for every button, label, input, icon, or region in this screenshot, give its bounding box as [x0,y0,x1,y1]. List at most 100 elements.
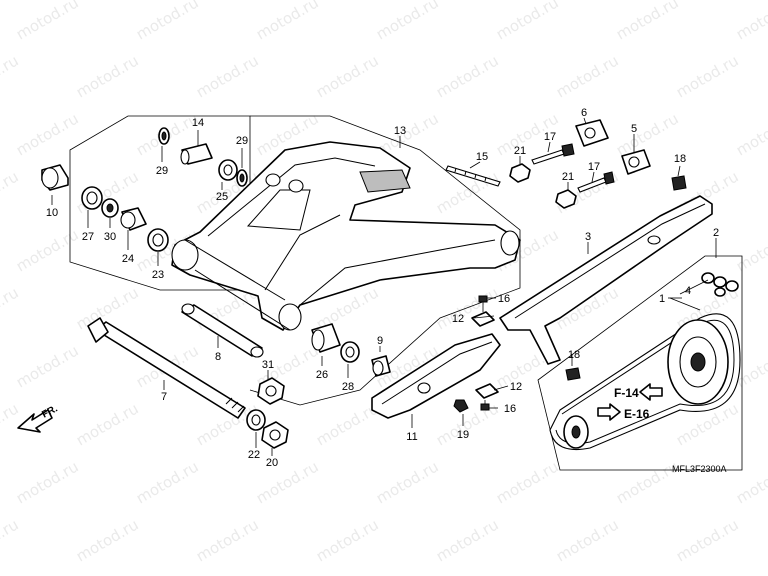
callout-29-right[interactable]: 29 [236,135,248,147]
callout-15[interactable]: 15 [476,151,488,163]
watermark-text-57: motod.ru [133,457,202,507]
watermark-text-42: motod.ru [13,341,82,391]
watermark-text-6: motod.ru [733,0,768,43]
callout-14[interactable]: 14 [192,117,204,129]
watermark-text-0: motod.ru [13,0,82,43]
arrow-left-icon [639,383,663,401]
watermark-text-7: motod.ru [0,51,22,101]
seal-27 [81,186,103,210]
callout-1[interactable]: 1 [659,293,665,305]
watermark-text-1: motod.ru [133,0,202,43]
bolt-16-lower [480,400,490,411]
drawing-code: MFL3F2300A [672,464,727,474]
callout-12-lower[interactable]: 12 [510,381,522,393]
washer-22 [246,409,266,431]
callout-4[interactable]: 4 [685,285,691,297]
watermark-text-69: motod.ru [673,515,742,565]
callout-28[interactable]: 28 [342,381,354,393]
callout-27[interactable]: 27 [82,231,94,243]
seal-29-left [158,127,170,145]
watermark-text-20: motod.ru [733,109,768,159]
callout-24[interactable]: 24 [122,253,134,265]
bolt-19 [453,399,469,413]
watermark-text-60: motod.ru [493,457,562,507]
front-sprocket [563,415,589,449]
watermark-text-13: motod.ru [673,51,742,101]
chain-slider-11 [371,333,501,419]
callout-18-upper[interactable]: 18 [674,153,686,165]
nut-31 [257,377,285,405]
callout-22[interactable]: 22 [248,449,260,461]
seal-29-right [236,169,248,187]
washer-12-upper [471,311,495,327]
front-arrow-icon [17,409,53,433]
bearing-26 [311,323,341,353]
watermark-text-21: motod.ru [0,167,22,217]
bolt-18-upper [671,175,687,191]
watermark-text-58: motod.ru [253,457,322,507]
watermark-text-35: motod.ru [0,283,22,333]
callout-18-lower[interactable]: 18 [568,349,580,361]
watermark-text-19: motod.ru [613,109,682,159]
bearing-25 [218,159,238,181]
callout-7[interactable]: 7 [161,391,167,403]
chain-joint-kit-4 [701,272,739,297]
callout-20[interactable]: 20 [266,457,278,469]
callout-6[interactable]: 6 [581,107,587,119]
watermark-text-50: motod.ru [73,399,142,449]
callout-13[interactable]: 13 [394,125,406,137]
callout-8[interactable]: 8 [215,351,221,363]
callout-29-left[interactable]: 29 [156,165,168,177]
bolt-17-lower [577,171,615,193]
callout-9[interactable]: 9 [377,335,383,347]
watermark-text-3: motod.ru [373,0,442,43]
washer-12-lower [475,383,499,399]
callout-21-lower[interactable]: 21 [562,171,574,183]
seal-28 [340,341,360,363]
watermark-text-12: motod.ru [553,51,622,101]
chain-case-3 [499,195,713,365]
callout-10[interactable]: 10 [46,207,58,219]
swingarm-13 [171,141,521,331]
watermark-text-14: motod.ru [13,109,82,159]
callout-11[interactable]: 11 [406,431,417,443]
callout-17-upper[interactable]: 17 [544,131,556,143]
watermark-text-64: motod.ru [73,515,142,565]
watermark-text-68: motod.ru [553,515,622,565]
watermark-text-34: motod.ru [733,225,768,275]
watermark-text-2: motod.ru [253,0,322,43]
watermark-text-65: motod.ru [193,515,262,565]
callout-17-lower[interactable]: 17 [588,161,600,173]
collar-9 [371,355,391,377]
callout-5[interactable]: 5 [631,123,637,135]
pivot-bolt-7 [87,317,246,419]
callout-25[interactable]: 25 [216,191,228,203]
callout-26[interactable]: 26 [316,369,328,381]
chain-group-frame [537,255,743,471]
ref-e16-label: E-16 [624,407,650,421]
watermark-text-49: motod.ru [0,399,22,449]
bolt-17-upper [531,143,575,165]
callout-12-upper[interactable]: 12 [452,313,464,325]
collar-10 [41,164,69,191]
callout-19[interactable]: 19 [457,429,469,441]
reference-e16[interactable]: E-16 [597,403,650,421]
bearing-23 [147,228,169,252]
ref-f14-label: F-14 [614,386,639,400]
watermark-text-67: motod.ru [433,515,502,565]
callout-3[interactable]: 3 [585,231,591,243]
callout-23[interactable]: 23 [152,269,164,281]
reference-f14[interactable]: F-14 [614,383,663,401]
collar-14 [180,143,213,165]
watermark-text-63: motod.ru [0,515,22,565]
bearing-components [41,127,360,363]
callout-30[interactable]: 30 [104,231,116,243]
callout-16-lower[interactable]: 16 [504,403,516,415]
callout-21-upper[interactable]: 21 [514,145,526,157]
callout-31[interactable]: 31 [262,359,274,371]
watermark-text-56: motod.ru [13,457,82,507]
callout-16-upper[interactable]: 16 [498,293,510,305]
callout-2[interactable]: 2 [713,227,719,239]
watermark-text-62: motod.ru [733,457,768,507]
watermark-text-28: motod.ru [13,225,82,275]
